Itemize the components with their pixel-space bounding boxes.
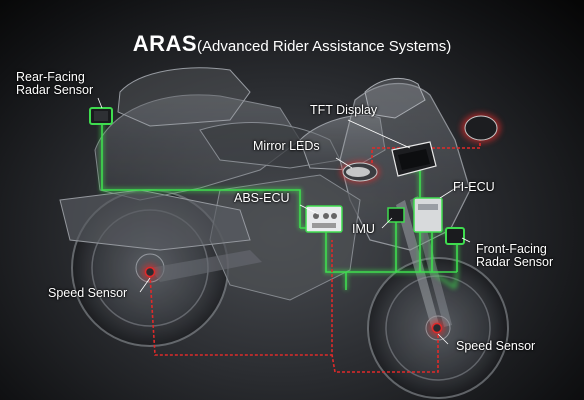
front-radar-sensor [445, 227, 465, 245]
label-rear-radar-line2: Radar Sensor [16, 83, 94, 97]
speed-sensor-rear-marker [142, 264, 158, 280]
rear-radar-line [101, 122, 301, 228]
label-front-radar-line2: Radar Sensor [476, 255, 554, 269]
speed-sensor-front-marker [429, 320, 445, 336]
label-mirror-leds: Mirror LEDs [253, 139, 320, 153]
bus-line [325, 232, 457, 273]
title-main: ARAS [132, 31, 198, 56]
label-fi-ecu: FI-ECU [453, 180, 495, 194]
label-abs-ecu: ABS-ECU [234, 191, 290, 205]
tft-display [391, 141, 437, 177]
fi-ecu-unit [413, 197, 443, 233]
abs-ecu-unit [305, 205, 343, 233]
diagram-title: ARAS(Advanced Rider Assistance Systems) [0, 31, 584, 57]
label-rear-radar-line1: Rear-Facing [16, 70, 85, 84]
label-tft-display: TFT Display [310, 103, 378, 117]
title-sub: (Advanced Rider Assistance Systems) [197, 38, 452, 55]
rear-radar-sensor [89, 107, 113, 125]
label-speed-sensor-front: Speed Sensor [456, 339, 536, 353]
front-speed-line [331, 330, 439, 373]
label-front-radar: Front-Facing Radar Sensor [476, 243, 553, 269]
label-rear-radar: Rear-Facing Radar Sensor [16, 71, 93, 97]
rear-speed-line [149, 240, 333, 356]
leader-lines [97, 97, 471, 345]
mirror-led-right [461, 113, 501, 143]
label-front-radar-line1: Front-Facing [476, 242, 547, 256]
label-speed-sensor-rear: Speed Sensor [48, 286, 128, 300]
label-imu: IMU [352, 222, 375, 236]
